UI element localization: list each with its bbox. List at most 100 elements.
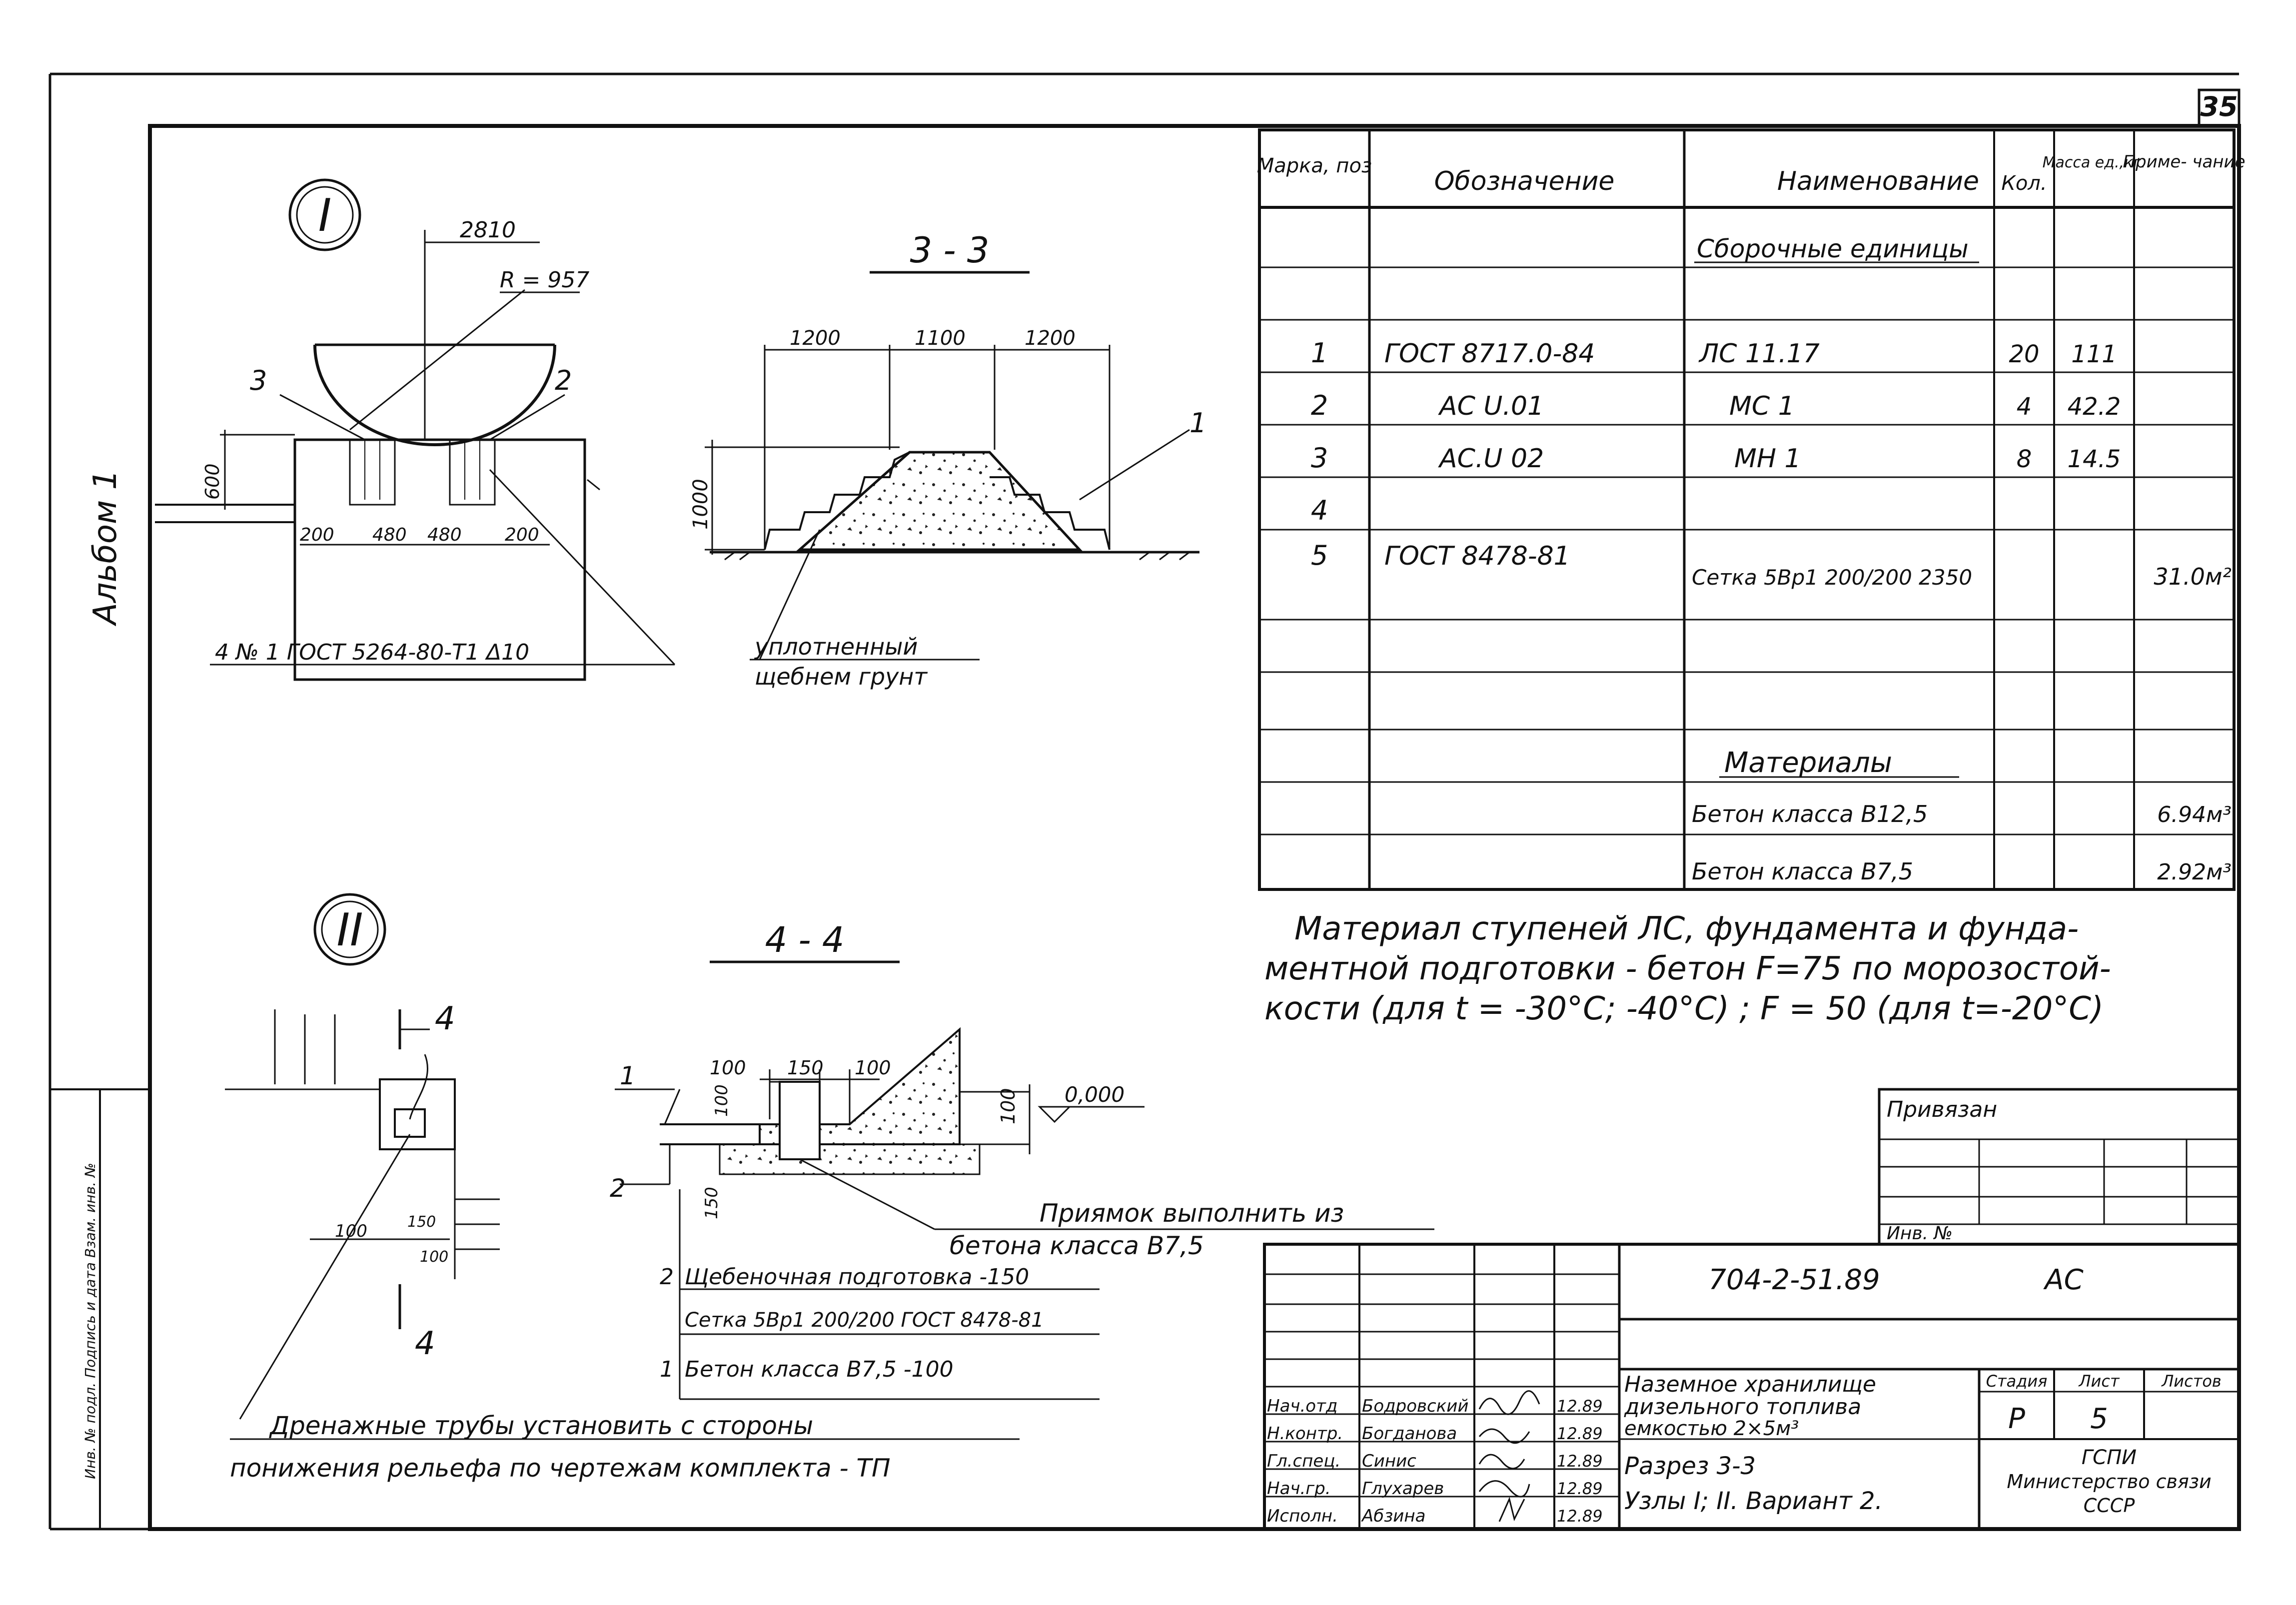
node-i-bolt-note: 4 № 1 ГОСТ 5264-80-Т1 Δ10: [215, 640, 529, 665]
section-4-4-dim-top-100a: 100: [710, 1057, 746, 1079]
staff-name-2: Богданова: [1362, 1424, 1457, 1444]
spec-row1-name: ЛС 11.17: [1698, 339, 1820, 369]
spec-row3-qty: 8: [2017, 445, 2032, 473]
spec-row2-qty: 4: [2017, 393, 2032, 421]
node-ii-cut-bottom: 4: [415, 1325, 435, 1362]
sheet-number: 5: [2090, 1403, 2108, 1435]
section-4-4-dim-top-100b: 100: [855, 1057, 891, 1079]
staff-date-3: 12.89: [1557, 1452, 1603, 1471]
spec-row2-pos: 2: [1311, 390, 1328, 421]
section-4-4-dim-top-150: 150: [787, 1057, 824, 1079]
staff-role-2: Н.контр.: [1267, 1424, 1343, 1444]
spec-row3-designation: АС.U 02: [1438, 444, 1544, 474]
staff-role-3: Гл.спец.: [1267, 1451, 1340, 1471]
spec-row5-name: Сетка 5Вр1 200/200 2350: [1692, 565, 1972, 590]
layer-mesh-text: Сетка 5Вр1 200/200 ГОСТ 8478-81: [685, 1309, 1044, 1332]
node-ii-dim-150: 150: [407, 1213, 436, 1231]
title-block-grid: [1263, 1243, 2241, 1531]
node-ii-drawing: [225, 893, 1020, 1440]
spec-section-assembly: Сборочные единицы: [1697, 234, 1969, 263]
stage-header: Стадия: [1986, 1372, 2048, 1391]
section-3-3-drawing: [705, 271, 1199, 661]
section-4-4-dim-right-100: 100: [997, 1088, 1019, 1124]
pit-note-line1: Приямок выполнить из: [1040, 1199, 1344, 1228]
inv-label: Инв. №: [1887, 1223, 1953, 1244]
material-note-line1: Материал ступеней ЛС, фундамента и фунда…: [1294, 910, 2079, 947]
spec-row5-note: 31.0м²: [2154, 563, 2232, 590]
staff-name-5: Абзина: [1361, 1506, 1425, 1526]
section-4-4-dim-side-100: 100: [712, 1084, 732, 1117]
sheet-title-line1: Разрез 3-3: [1624, 1452, 1756, 1480]
sheet-header: Лист: [2078, 1372, 2120, 1391]
staff-role-5: Исполн.: [1267, 1506, 1338, 1526]
stage-value: Р: [2008, 1403, 2025, 1435]
drain-note-line1: Дренажные трубы установить с стороны: [269, 1411, 813, 1440]
node-i-dim-radius: R = 957: [500, 267, 589, 293]
sheet-title-line2: Узлы I; II. Вариант 2.: [1624, 1487, 1883, 1515]
staff-name-1: Бодровский: [1362, 1396, 1468, 1416]
section-3-3-ground-note-1: уплотненный: [754, 633, 918, 660]
node-ii-dim-100b: 100: [420, 1248, 448, 1266]
node-i-dim-480a: 480: [372, 525, 407, 545]
node-i-marker: I: [318, 189, 332, 242]
section-4-4-callout-2: 2: [610, 1174, 626, 1203]
spec-row4-pos: 4: [1311, 495, 1328, 526]
spec-material1-name: Бетон класса В12,5: [1692, 801, 1928, 827]
spec-header-qty: Кол.: [2001, 172, 2047, 195]
spec-row2-designation: АС U.01: [1438, 391, 1544, 421]
node-i-dim-200b: 200: [505, 525, 539, 545]
staff-date-1: 12.89: [1557, 1397, 1603, 1416]
side-stamp: Инв. № подл. Подпись и дата Взам. инв. №: [82, 1163, 98, 1479]
object-title-line1: Наземное хранилище: [1624, 1372, 1876, 1397]
section-4-4-callout-1: 1: [620, 1061, 636, 1090]
section-3-3-dim-1000: 1000: [689, 479, 712, 530]
section-3-3-dim-1200a: 1200: [790, 327, 841, 350]
spec-material1-note: 6.94м³: [2157, 802, 2232, 827]
spec-row3-pos: 3: [1311, 442, 1328, 474]
spec-header-note: Приме- чание: [2123, 152, 2245, 172]
node-i-dim-480b: 480: [427, 525, 462, 545]
staff-name-3: Синис: [1362, 1451, 1416, 1471]
spec-section-materials: Материалы: [1724, 747, 1892, 779]
section-3-3-callout-1: 1: [1189, 407, 1206, 439]
sheet-frame: [48, 72, 2241, 1531]
org-line1: ГСПИ: [2082, 1446, 2137, 1469]
section-4-4-title: 4 - 4: [765, 919, 845, 960]
sheets-header: Листов: [2161, 1372, 2222, 1391]
spec-row5-pos: 5: [1311, 540, 1328, 571]
section-3-3-dim-1100: 1100: [915, 327, 966, 350]
node-ii-cut-top: 4: [435, 1000, 455, 1037]
page-number: 35: [2200, 91, 2238, 122]
doc-mark: АС: [2043, 1264, 2083, 1296]
signatures: [1478, 1390, 1540, 1522]
spec-row2-mass: 42.2: [2068, 393, 2121, 421]
node-i-callout-2: 2: [555, 365, 572, 396]
album-label: Альбом 1: [87, 470, 124, 627]
node-i-dim-600: 600: [201, 463, 223, 500]
object-title-line3: емкостью 2×5м³: [1624, 1417, 1799, 1440]
org-line3: СССР: [2084, 1495, 2135, 1517]
spec-header-name: Наименование: [1777, 166, 1979, 196]
drain-note-line2: понижения рельефа по чертежам комплекта …: [230, 1454, 891, 1483]
spec-row1-designation: ГОСТ 8717.0-84: [1384, 339, 1595, 369]
node-i-drawing: [155, 178, 676, 681]
doc-code: 704-2-51.89: [1708, 1264, 1880, 1296]
layer-2-text: Щебеночная подготовка -150: [685, 1264, 1029, 1290]
spec-material2-note: 2.92м³: [2157, 859, 2232, 885]
layer-1-text: Бетон класса В7,5 -100: [685, 1357, 954, 1382]
section-3-3-ground-note-2: щебнем грунт: [755, 663, 928, 690]
section-3-3-title: 3 - 3: [910, 230, 990, 271]
spec-table-grid: [1258, 128, 2236, 891]
spec-header-designation: Обозначение: [1434, 166, 1615, 196]
layer-2-label: 2: [660, 1264, 674, 1290]
object-title-line2: дизельного топлива: [1624, 1394, 1861, 1420]
spec-header-pos: Марка, поз: [1257, 154, 1372, 177]
node-i-callout-3: 3: [250, 365, 267, 396]
spec-row1-pos: 1: [1311, 337, 1328, 369]
spec-row3-mass: 14.5: [2068, 445, 2121, 473]
spec-material2-name: Бетон класса В7,5: [1692, 858, 1913, 885]
staff-role-4: Нач.гр.: [1267, 1479, 1331, 1499]
layer-1-label: 1: [660, 1357, 674, 1382]
